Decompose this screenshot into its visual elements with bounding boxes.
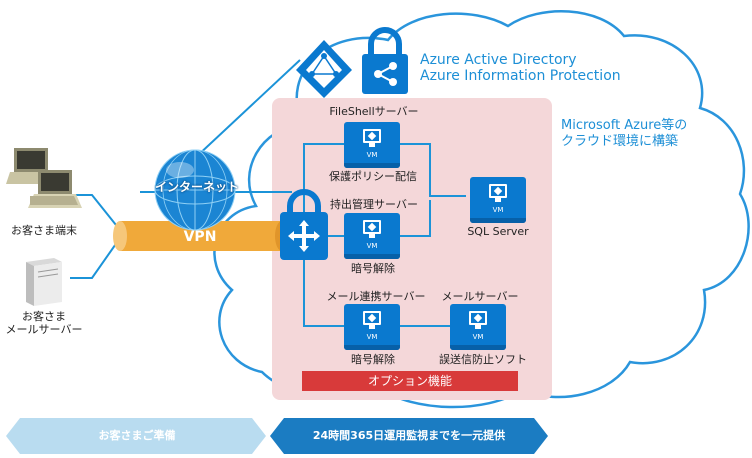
mail-title: メールサーバー [441,290,519,303]
cloud-label-line1: Microsoft Azure等の [561,118,688,133]
vpn-label: VPN [183,229,217,245]
mail-link-caption: 暗号解除 [351,353,395,366]
option-label: オプション機能 [367,374,453,388]
option-bar [302,371,518,391]
holding-vm-icon: VM [344,213,400,259]
mail-vm-icon: VM [450,304,506,350]
laptop-icon [6,148,82,208]
customer-mail-server-label-line2: メールサーバー [5,323,83,336]
vm-badge: VM [472,333,484,341]
monitoring-label: 24時間365日運用監視までを一元提供 [312,429,506,442]
mail-link-title: メール連携サーバー [326,290,426,303]
mail-link-vm-icon: VM [344,304,400,350]
vm-badge: VM [492,206,504,214]
fileshell-title: FileShellサーバー [329,105,419,118]
gateway-lock-icon [280,189,328,260]
vm-badge: VM [366,242,378,250]
bottom-arrows [6,418,548,454]
sql-caption: SQL Server [467,225,529,238]
customer-mail-server-label-line1: お客さま [22,310,66,323]
fileshell-caption: 保護ポリシー配信 [329,170,417,183]
mail-caption: 誤送信防止ソフト [439,353,527,366]
azure-ad-icon [296,40,352,98]
fileshell-vm-icon: VM [344,122,400,168]
azure-ad-label: Azure Active Directory [420,52,577,68]
globe-icon [154,149,236,231]
aip-label: Azure Information Protection [420,68,621,84]
customer-terminal-label: お客さま端末 [11,224,77,237]
holding-caption: 暗号解除 [351,262,395,275]
sql-vm-icon: VM [470,177,526,223]
vm-badge: VM [366,333,378,341]
vm-badge: VM [366,151,378,159]
cloud-label-line2: クラウド環境に構築 [561,134,679,149]
lock-share-icon [362,27,408,94]
server-tower-icon [26,258,62,306]
customer-prep-label: お客さまご準備 [98,429,176,442]
internet-label: インターネット [154,180,240,194]
holding-title: 持出管理サーバー [330,198,418,211]
